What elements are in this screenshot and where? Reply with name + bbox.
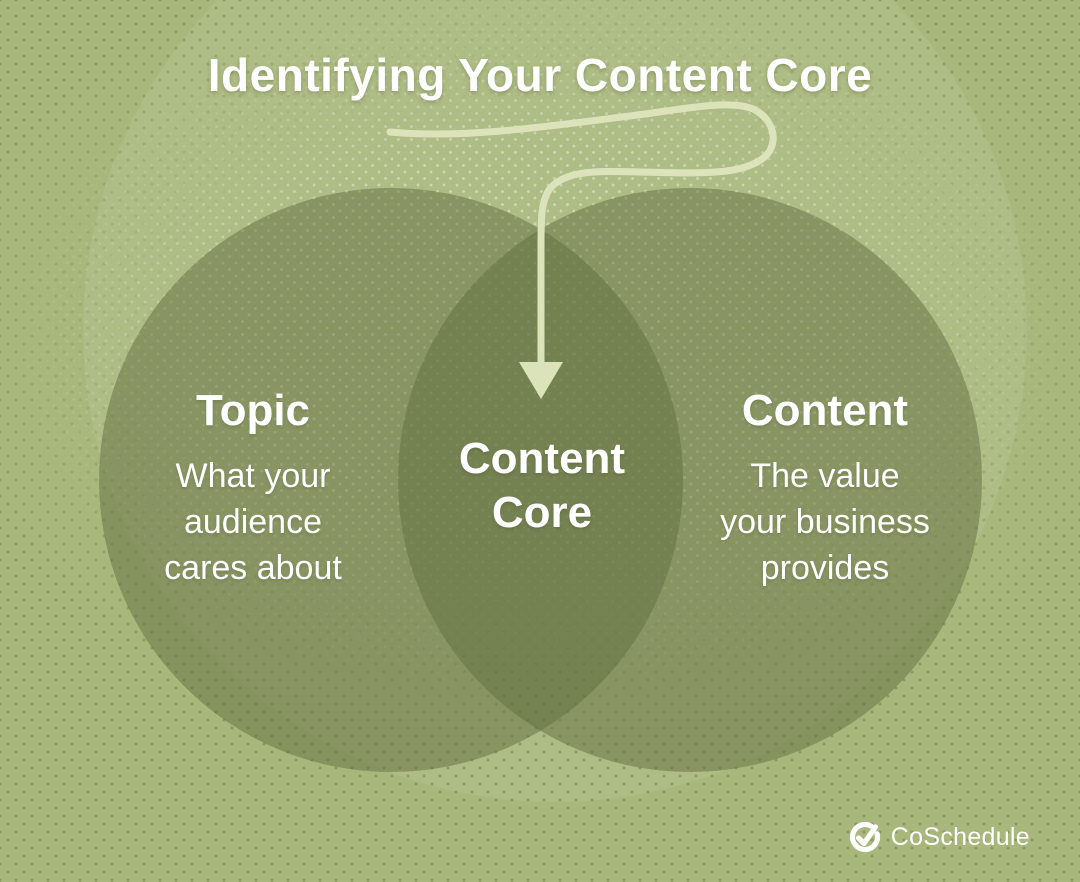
background-halo xyxy=(83,0,1027,802)
right-circle-description: The value your business provides xyxy=(675,453,975,591)
left-circle-heading: Topic xyxy=(195,386,311,435)
right-circle-line-1: The value xyxy=(750,457,900,495)
right-circle-label: Content The value your business provides xyxy=(675,385,975,591)
arrow-curve xyxy=(386,101,777,368)
right-circle-heading: Content xyxy=(741,386,909,435)
left-circle-line-1: What your xyxy=(175,457,331,495)
overlap-line-2: Core xyxy=(491,488,593,537)
page-title: Identifying Your Content Core xyxy=(207,49,873,101)
left-circle-line-2: audience xyxy=(183,503,322,541)
right-circle-line-3: provides xyxy=(760,549,890,587)
coschedule-logo: CoSchedule xyxy=(848,820,1030,854)
left-circle-description: What your audience cares about xyxy=(103,453,403,591)
left-circle-line-3: cares about xyxy=(164,549,342,587)
arrow-head-icon xyxy=(519,362,563,399)
overlap-label: Content Core xyxy=(417,432,667,540)
overlap-heading: Content Core xyxy=(417,432,667,540)
overlap-line-1: Content xyxy=(458,434,626,483)
left-circle xyxy=(99,188,683,772)
right-circle-line-2: your business xyxy=(720,503,930,541)
coschedule-wordmark: CoSchedule xyxy=(890,823,1030,851)
left-circle-label: Topic What your audience cares about xyxy=(103,385,403,591)
coschedule-check-icon xyxy=(849,821,880,853)
